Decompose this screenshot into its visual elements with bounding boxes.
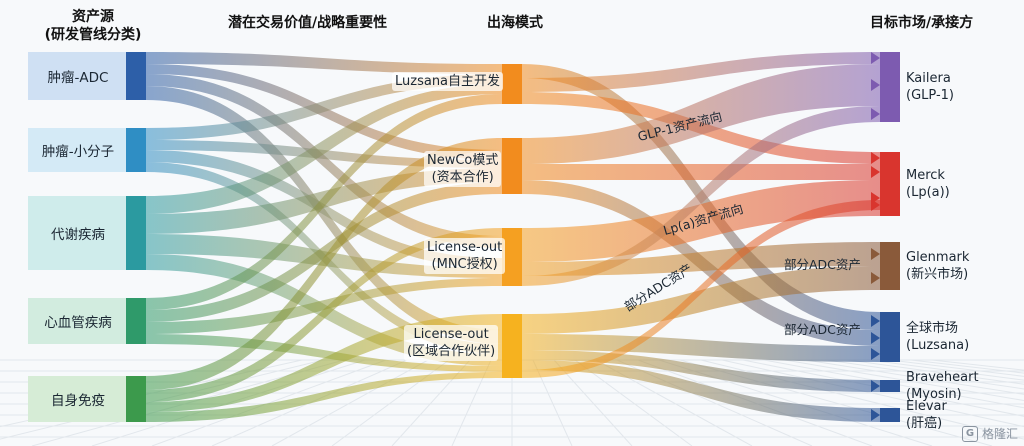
watermark: G 格隆汇: [961, 425, 1018, 442]
flow-m4-t4: [522, 334, 880, 362]
flow-m1-t1: [522, 52, 880, 92]
header-modes: 出海模式: [487, 15, 543, 31]
flow-arrow-t2: [871, 166, 880, 178]
flow-label-adc-glenmark: 部分ADC资产: [784, 257, 861, 272]
target-label-t1: Kailera (GLP-1): [906, 71, 954, 103]
mode-bar-m2: [502, 138, 522, 194]
flow-arrow-t1: [871, 108, 880, 120]
watermark-logo-icon: G: [961, 425, 978, 442]
target-bar-t5: [880, 380, 900, 392]
flow-m2-t2: [522, 164, 880, 180]
flow-s4-m3: [146, 278, 502, 334]
flow-m3-t1: [522, 106, 880, 286]
flow-arrow-t3: [871, 248, 880, 260]
target-label-t4: 全球市场 (Luzsana): [906, 321, 970, 353]
flow-s4-m2: [146, 182, 502, 322]
flow-arrow-t5: [871, 380, 880, 392]
flow-m4-t6: [522, 360, 880, 422]
flow-arrow-t4: [871, 348, 880, 360]
target-bar-t4: [880, 312, 900, 362]
flow-m3-t2: [522, 180, 880, 262]
source-bar-s1: [126, 52, 146, 100]
flow-s5-m4: [146, 372, 502, 422]
flow-m4-t5: [522, 350, 880, 392]
flow-label-adc-global: 部分ADC资产: [784, 322, 861, 337]
flow-m4-t3: [522, 266, 880, 334]
watermark-text: 格隆汇: [981, 427, 1018, 441]
target-label-t6: Elevar (肝癌): [906, 399, 947, 431]
source-bar-s4: [126, 298, 146, 344]
flow-s5-m3: [146, 228, 502, 402]
flow-arrow-t1: [871, 52, 880, 64]
mode-bar-m1: [502, 64, 522, 104]
flow-m2-t1: [522, 64, 880, 164]
flow-s2-m1: [146, 74, 502, 140]
mode-bar-m4: [502, 314, 522, 378]
source-node-s5: 自身免疫: [28, 376, 128, 422]
source-label: 代谢疾病: [51, 227, 105, 243]
target-label-t2: Merck (Lp(a)): [906, 168, 950, 200]
source-label: 自身免疫: [51, 393, 105, 409]
flow-arrow-t3: [871, 272, 880, 284]
target-bar-t2: [880, 152, 900, 216]
flow-arrow-t6: [871, 409, 880, 421]
mode-label-m2: NewCo模式 (资本合作): [424, 151, 502, 187]
flow-s5-m2: [146, 138, 502, 390]
flow-s4-m1: [146, 94, 502, 310]
source-node-s4: 心血管疾病: [28, 298, 128, 344]
target-bar-t6: [880, 408, 900, 422]
mode-bar-m3: [502, 228, 522, 286]
source-bar-s3: [126, 196, 146, 270]
flow-m4-t2: [522, 200, 880, 378]
flow-s1-m3: [146, 74, 502, 248]
mode-label-m3: License-out (MNC授权): [424, 238, 506, 274]
header-sources: 资产源 (研发管线分类): [44, 9, 142, 43]
mode-label-m1: Luzsana自主开发: [392, 72, 504, 91]
target-label-t3: Glenmark (新兴市场): [906, 250, 970, 282]
source-node-s1: 肿瘤-ADC: [28, 52, 128, 100]
header-value: 潜在交易价值/战略重要性: [228, 15, 388, 31]
flow-s1-m1: [146, 52, 502, 74]
mode-label-m4: License-out (区域合作伙伴): [404, 325, 499, 361]
source-bar-s5: [126, 376, 146, 422]
source-bar-s2: [126, 128, 146, 172]
flow-s4-m4: [146, 334, 502, 372]
header-targets: 目标市场/承接方: [870, 15, 974, 31]
flow-arrow-t2: [871, 199, 880, 211]
source-label: 肿瘤-ADC: [47, 70, 109, 86]
flow-arrow-t1: [871, 79, 880, 91]
flow-s3-m1: [146, 84, 502, 214]
flow-s2-m3: [146, 150, 502, 268]
flow-arrow-t2: [871, 152, 880, 164]
flow-arrow-t4: [871, 332, 880, 344]
source-label: 肿瘤-小分子: [41, 144, 115, 160]
target-bar-t3: [880, 242, 900, 290]
source-node-s2: 肿瘤-小分子: [28, 128, 128, 172]
source-node-s3: 代谢疾病: [28, 196, 128, 270]
source-label: 心血管疾病: [44, 315, 112, 331]
target-label-t5: Braveheart (Myosin): [906, 370, 979, 402]
flow-arrow-t4: [871, 315, 880, 327]
target-bar-t1: [880, 52, 900, 122]
